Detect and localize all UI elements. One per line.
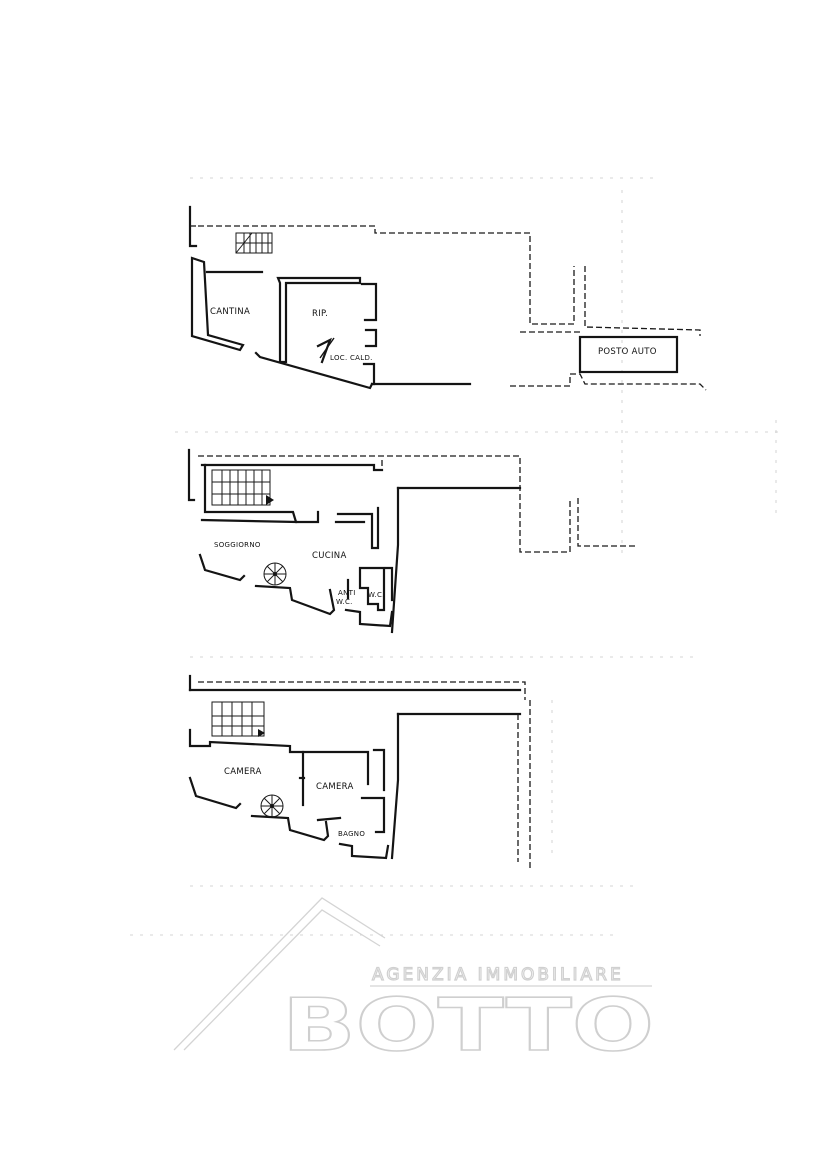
stair-first bbox=[211, 701, 265, 737]
watermark-agency-line: AGENZIA IMMOBILIARE bbox=[372, 965, 624, 985]
scan-artifacts bbox=[130, 177, 780, 936]
watermark-brand: BOTTO bbox=[282, 983, 654, 1067]
walls bbox=[188, 205, 472, 390]
dashed-boundary-first bbox=[198, 681, 531, 870]
dashed-boundary-basement bbox=[190, 225, 707, 391]
parking-box bbox=[578, 335, 679, 374]
stair-basement bbox=[235, 232, 273, 254]
room-label-camera-right: CAMERA bbox=[316, 782, 354, 792]
room-label-rip: RIP. bbox=[312, 309, 328, 319]
stair-ground bbox=[211, 469, 274, 506]
room-label-soggiorno: SOGGIORNO bbox=[214, 541, 261, 549]
floorplan-ground bbox=[187, 448, 638, 634]
room-label-posto-auto: POSTO AUTO bbox=[598, 347, 657, 357]
room-label-anti-wc: W.C. bbox=[336, 598, 353, 606]
room-label-anti: ANTI bbox=[338, 589, 356, 597]
walls bbox=[187, 448, 522, 634]
room-label-cucina: CUCINA bbox=[312, 551, 347, 561]
room-label-camera-left: CAMERA bbox=[224, 767, 262, 777]
spiral-stair-first bbox=[260, 794, 284, 818]
spiral-stair-ground bbox=[263, 562, 287, 586]
room-label-cantina: CANTINA bbox=[210, 307, 250, 317]
floorplan-first bbox=[188, 674, 531, 870]
walls bbox=[188, 674, 522, 860]
agency-watermark: AGENZIA IMMOBILIARE BOTTO bbox=[173, 897, 655, 1068]
room-label-wc: W.C. bbox=[368, 591, 385, 599]
room-labels: CANTINA RIP. LOC. CALD. POSTO AUTO SOGGI… bbox=[210, 307, 657, 838]
house-roof-logo bbox=[173, 897, 386, 1051]
room-label-loc-cald: LOC. CALD. bbox=[330, 354, 373, 362]
room-label-bagno: BAGNO bbox=[338, 830, 365, 838]
dashed-boundary-ground bbox=[198, 455, 638, 553]
floorplan-basement bbox=[188, 205, 707, 391]
